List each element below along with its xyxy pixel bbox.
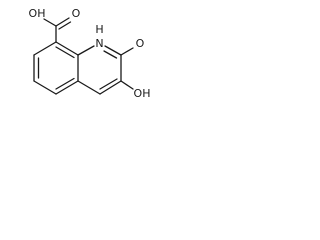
double-bond-c3-c4 <box>99 78 118 90</box>
double-bond-c7-c8 <box>55 46 75 59</box>
chemical-structure-diagram: OH O H N O OH <box>29 7 151 100</box>
ring-nitrogen-label: N <box>95 37 103 50</box>
ring-substituents <box>120 47 134 90</box>
bond-carboxyl-oh <box>43 18 57 27</box>
benzene-ring <box>33 41 79 95</box>
bond-c8a-c4a <box>55 80 79 95</box>
bond-c8-n1 <box>77 45 95 56</box>
double-bond-n1-c2 <box>103 50 118 59</box>
carboxyl-group <box>43 17 72 43</box>
bond-c3-c4 <box>99 80 122 95</box>
bond-c7-c8 <box>55 41 79 56</box>
oxygen-2-label: O <box>136 37 145 50</box>
bond-n1-c2 <box>104 45 122 56</box>
pyridone-ring <box>77 45 122 95</box>
bond-c4-c8a <box>77 80 101 95</box>
bond-c6-c7 <box>33 41 57 56</box>
carboxyl-oxygen-label: O <box>72 7 81 20</box>
bond-c3-hydroxyl <box>120 80 134 90</box>
hydroxyl-3-label: OH <box>134 87 151 100</box>
double-bond-c8a-c4a <box>55 77 75 90</box>
ring-nitrogen-h-label: H <box>95 23 103 36</box>
carboxyl-oh-label: OH <box>29 7 46 20</box>
bond-carboxyl-o-second <box>58 21 72 30</box>
bond-carboxyl-o <box>55 17 70 27</box>
bond-c2-oxygen <box>120 47 134 56</box>
bond-c4a-c5 <box>33 80 57 95</box>
